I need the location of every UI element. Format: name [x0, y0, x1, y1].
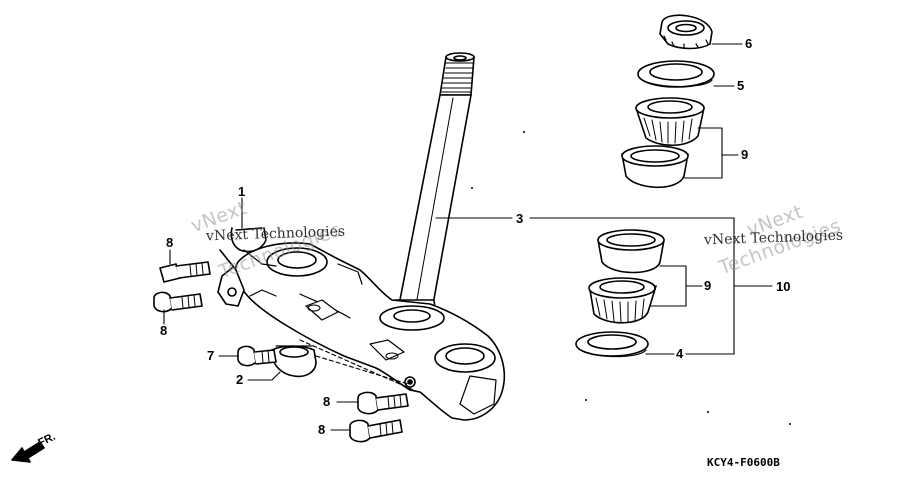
callout-1: 1: [238, 184, 246, 199]
leader-lines: [163, 43, 773, 431]
lock-nut: [659, 14, 713, 50]
lower-race: [597, 229, 665, 274]
front-direction-arrow: [11, 441, 45, 463]
upper-bearing: [635, 97, 705, 147]
lower-triple-clamp: [234, 242, 506, 421]
hose-clip-bracket: [217, 227, 277, 307]
lower-dust-seal: [575, 331, 649, 358]
bolt-8-lower-2: [349, 419, 403, 443]
dust-seal: [637, 60, 715, 88]
callout-10: 10: [776, 279, 791, 294]
fork-clamp: [270, 345, 317, 378]
bolt-7: [237, 345, 277, 367]
part-code: KCY4-F0600B: [707, 456, 780, 469]
steering-stem-shaft: [391, 52, 475, 319]
bolt-8-lower-1: [357, 391, 409, 415]
callout-4: 4: [676, 346, 684, 361]
callout-2: 2: [236, 372, 244, 387]
callout-7: 7: [207, 348, 215, 363]
bolt-8-lower-left: [153, 291, 203, 313]
callout-9-upper: 9: [741, 147, 749, 162]
callout-8-upper: 8: [166, 235, 174, 250]
bolt-8-upper: [159, 261, 211, 283]
upper-race: [621, 145, 689, 188]
lower-bearing: [588, 277, 657, 324]
callout-9-lower: 9: [704, 278, 712, 293]
callout-8-left: 8: [160, 323, 168, 338]
callout-8-lower-1: 8: [323, 394, 331, 409]
callout-8-lower-2: 8: [318, 422, 326, 437]
callout-3: 3: [516, 211, 524, 226]
callout-5: 5: [737, 78, 745, 93]
callout-6: 6: [745, 36, 753, 51]
